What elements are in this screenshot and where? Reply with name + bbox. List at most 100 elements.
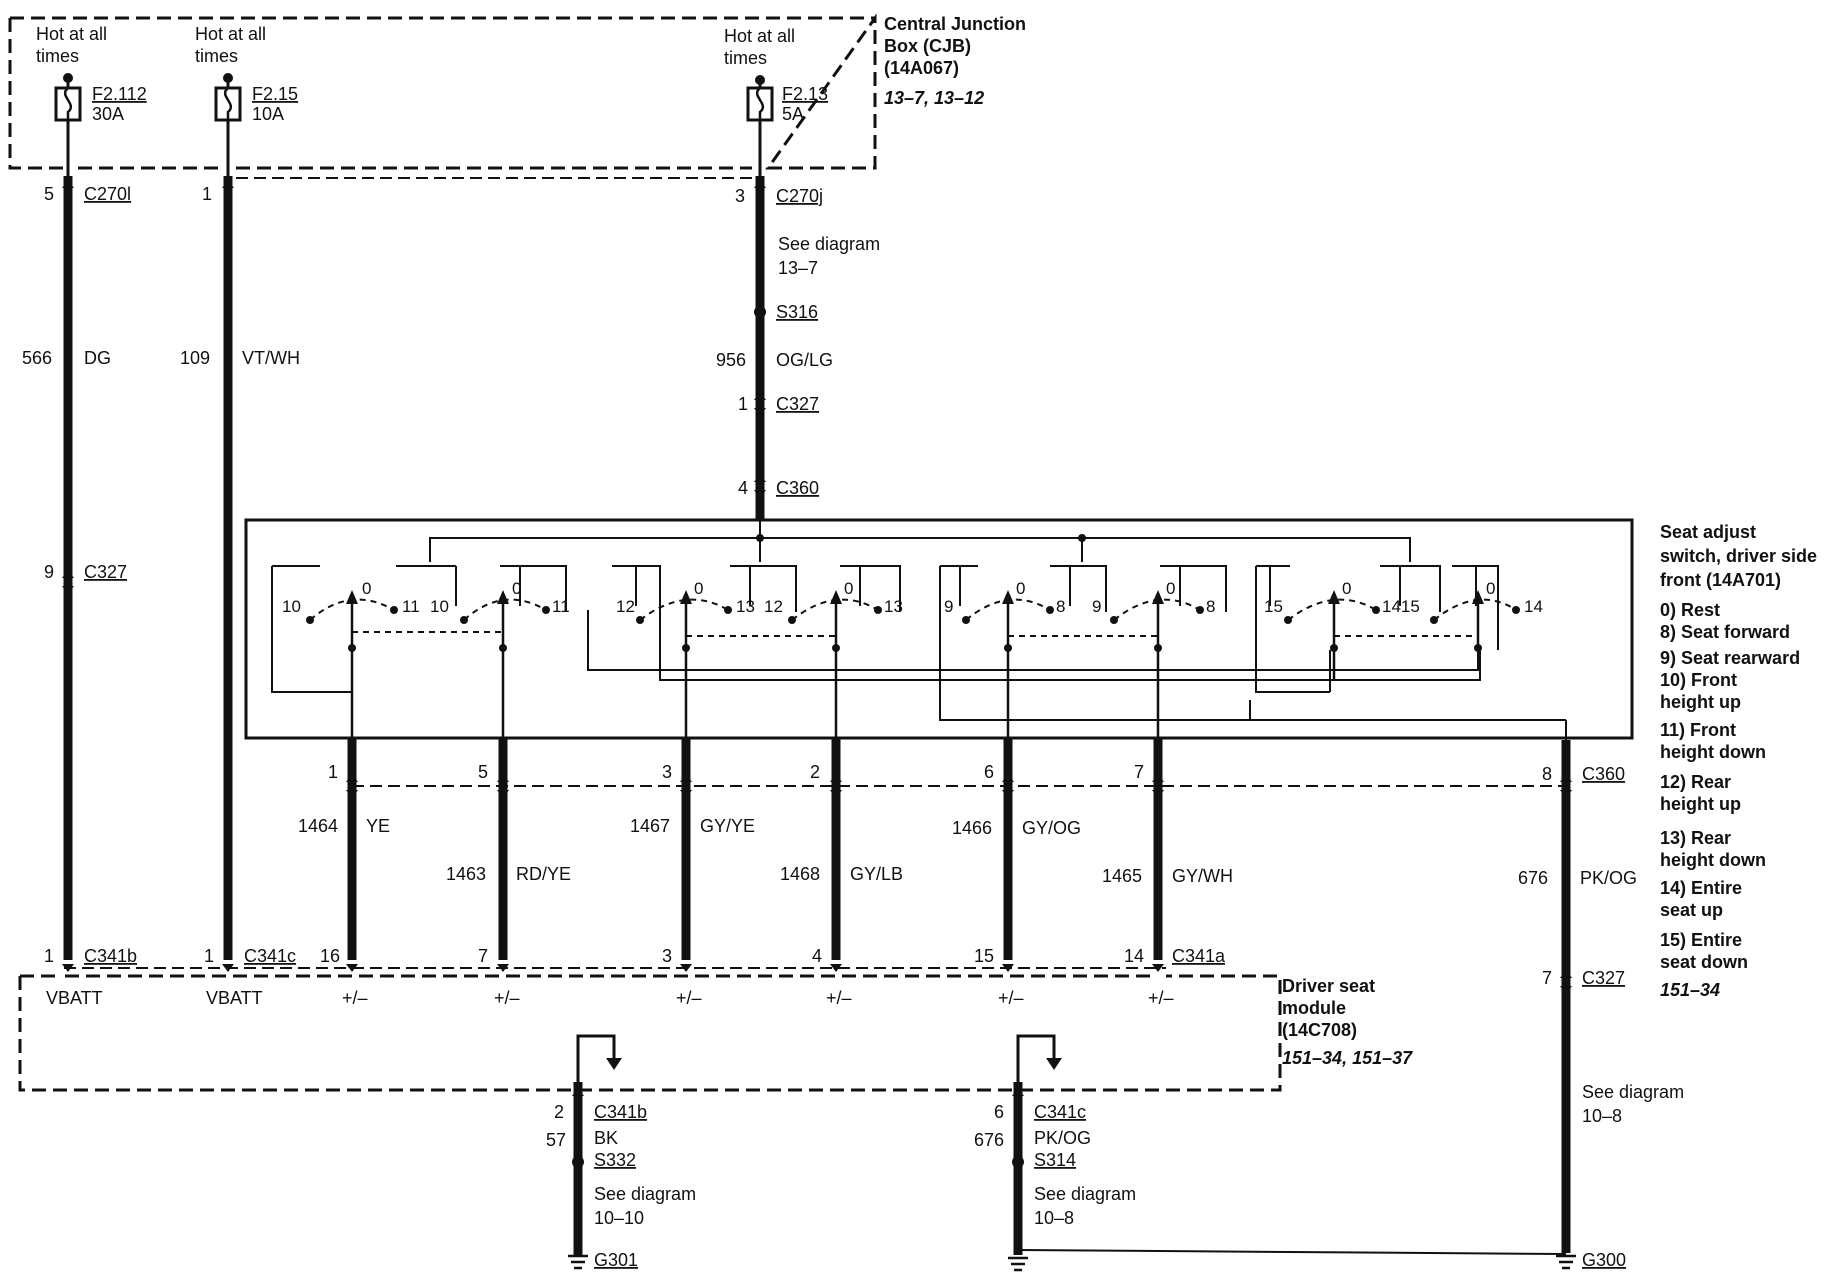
conn-c341c: C341c xyxy=(244,946,296,966)
gnd2-color: PK/OG xyxy=(1034,1128,1091,1148)
svg-text:height down: height down xyxy=(1660,850,1766,870)
splice-s332 xyxy=(572,1156,584,1168)
module-pin-16: 16 xyxy=(320,946,340,966)
see-ref-13-7: 13–7 xyxy=(778,258,818,278)
color-dg: DG xyxy=(84,348,111,368)
conn-c341a: C341a xyxy=(1172,946,1226,966)
hot-label-1: Hot at all xyxy=(36,24,107,44)
svg-text:12) Rear: 12) Rear xyxy=(1660,772,1731,792)
svg-text:9: 9 xyxy=(944,597,953,616)
svg-text:1415: 1415 xyxy=(1382,597,1420,616)
circuit-109: 109 xyxy=(180,348,210,368)
svg-text:12: 12 xyxy=(764,597,783,616)
c360-pin-8: 8 xyxy=(1542,764,1552,784)
svg-text:height up: height up xyxy=(1660,692,1741,712)
fuse-id-1: F2.112 xyxy=(92,84,147,104)
color-gyog: GY/OG xyxy=(1022,818,1081,838)
legend-ref: 151–34 xyxy=(1660,980,1720,1000)
pin-1-vtwh: 1 xyxy=(202,184,212,204)
c360-pin-2: 2 xyxy=(810,762,820,782)
fuse-id-3: F2.13 xyxy=(782,84,828,104)
svg-text:0: 0 xyxy=(1486,579,1495,598)
module-pin-15: 15 xyxy=(974,946,994,966)
ground-icon-g301 xyxy=(568,1254,588,1270)
module-title-2: module xyxy=(1282,998,1346,1018)
svg-text:8: 8 xyxy=(1056,597,1065,616)
circuit-1464: 1464 xyxy=(298,816,338,836)
fuse-amp-2: 10A xyxy=(252,104,284,124)
ground-g300: G300 xyxy=(1582,1250,1626,1270)
circuit-1467: 1467 xyxy=(630,816,670,836)
switch-legend: 0) Rest 8) Seat forward 9) Seat rearward… xyxy=(1660,600,1800,972)
svg-text:0: 0 xyxy=(694,579,703,598)
pm-label-1: +/– xyxy=(342,988,368,1008)
svg-text:9: 9 xyxy=(1092,597,1101,616)
module-ground-icon-2 xyxy=(1016,1034,1056,1082)
svg-text:seat down: seat down xyxy=(1660,952,1748,972)
color-ye: YE xyxy=(366,816,390,836)
svg-text:12: 12 xyxy=(616,597,635,616)
pm-label-3: +/– xyxy=(676,988,702,1008)
cjb-title-2: Box (CJB) xyxy=(884,36,971,56)
gnd1-color: BK xyxy=(594,1128,618,1148)
svg-text:15: 15 xyxy=(1264,597,1283,616)
switch-title: Seat adjust xyxy=(1660,522,1756,542)
circuit-1465: 1465 xyxy=(1102,866,1142,886)
hot-label-1b: times xyxy=(36,46,79,66)
svg-text:11) Front: 11) Front xyxy=(1660,720,1736,740)
svg-text:13: 13 xyxy=(736,597,755,616)
module-part: (14C708) xyxy=(1282,1020,1357,1040)
gnd1-circuit: 57 xyxy=(546,1130,566,1150)
switch-title-2: switch, driver side xyxy=(1660,546,1817,566)
conn-c327-mid: C327 xyxy=(776,394,819,414)
module-pin-3: 3 xyxy=(662,946,672,966)
pin-5: 5 xyxy=(44,184,54,204)
ground-icon-g300 xyxy=(1556,1254,1576,1270)
color-oglg: OG/LG xyxy=(776,350,833,370)
gnd1-see: See diagram xyxy=(594,1184,696,1204)
fuse-amp-1: 30A xyxy=(92,104,124,124)
svg-text:0: 0 xyxy=(844,579,853,598)
module-pin-4: 4 xyxy=(812,946,822,966)
svg-text:height up: height up xyxy=(1660,794,1741,814)
gnd1-see-ref: 10–10 xyxy=(594,1208,644,1228)
svg-text:0: 0 xyxy=(512,579,521,598)
module-pin-1-vbatt2: 1 xyxy=(204,946,214,966)
circuit-1463: 1463 xyxy=(446,864,486,884)
gnd2-see-ref: 10–8 xyxy=(1034,1208,1074,1228)
right-see-ref: 10–8 xyxy=(1582,1106,1622,1126)
color-gywh: GY/WH xyxy=(1172,866,1233,886)
color-pkog: PK/OG xyxy=(1580,868,1637,888)
splice-s316 xyxy=(754,306,766,318)
svg-text:0: 0 xyxy=(362,579,371,598)
conn-c327-right: C327 xyxy=(1582,968,1625,988)
svg-text:10: 10 xyxy=(282,597,301,616)
see-diagram-13-7: See diagram xyxy=(778,234,880,254)
circuit-956: 956 xyxy=(716,350,746,370)
conn-c341b: C341b xyxy=(84,946,137,966)
c360-pin-6: 6 xyxy=(984,762,994,782)
right-see: See diagram xyxy=(1582,1082,1684,1102)
ground-icon-g300-left xyxy=(1008,1256,1028,1272)
ground-bus xyxy=(1017,1249,1567,1255)
svg-text:11: 11 xyxy=(402,597,420,616)
circuit-1468: 1468 xyxy=(780,864,820,884)
conn-c360-right: C360 xyxy=(1582,764,1625,784)
conn-c270j: C270j xyxy=(776,186,823,206)
module-pin-14: 14 xyxy=(1124,946,1144,966)
svg-text:9) Seat rearward: 9) Seat rearward xyxy=(1660,648,1800,668)
hot-label-3: Hot at all xyxy=(724,26,795,46)
svg-text:8: 8 xyxy=(1206,597,1215,616)
gnd1-splice: S332 xyxy=(594,1150,636,1170)
svg-text:13) Rear: 13) Rear xyxy=(1660,828,1731,848)
svg-text:0: 0 xyxy=(1342,579,1351,598)
gnd2-conn: C341c xyxy=(1034,1102,1086,1122)
circuit-566: 566 xyxy=(22,348,52,368)
svg-text:10: 10 xyxy=(430,597,449,616)
pm-label-2: +/– xyxy=(494,988,520,1008)
conn-c360-top: C360 xyxy=(776,478,819,498)
circuit-1466: 1466 xyxy=(952,818,992,838)
svg-text:seat up: seat up xyxy=(1660,900,1723,920)
svg-text:10) Front: 10) Front xyxy=(1660,670,1737,690)
